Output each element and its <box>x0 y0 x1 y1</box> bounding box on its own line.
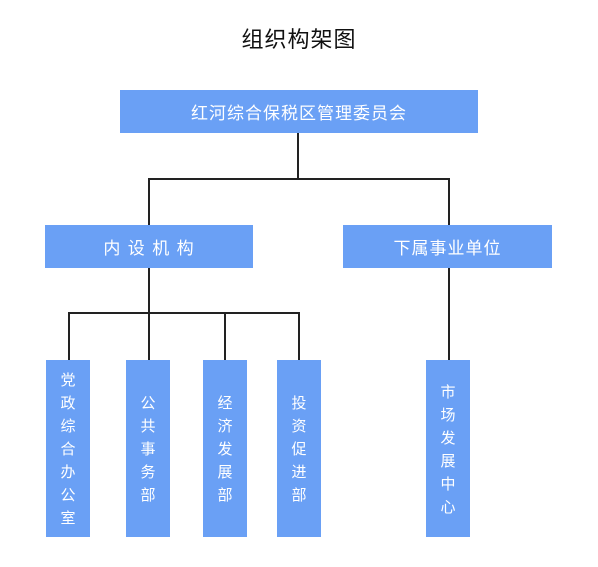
dept-node-investment-promotion: 投资促进部 <box>277 360 321 537</box>
root-node: 红河综合保税区管理委员会 <box>120 90 478 133</box>
internal-departments-label: 内 设 机 构 <box>103 239 195 259</box>
internal-departments-node: 内 设 机 构 <box>45 225 253 268</box>
dept-label-investment-promotion: 投资促进部 <box>289 395 308 510</box>
connector-to-dept-4 <box>298 312 300 360</box>
dept-label-general-office: 党政综合办公室 <box>58 372 77 533</box>
dept-label-public-affairs: 公共事务部 <box>138 395 157 510</box>
subordinate-units-node: 下属事业单位 <box>343 225 552 268</box>
connector-internal-down <box>148 268 150 314</box>
dept-label-economic-development: 经济发展部 <box>215 395 234 510</box>
subordinate-units-label: 下属事业单位 <box>393 239 502 259</box>
connector-subordinate-down <box>448 268 450 360</box>
connector-to-internal <box>148 178 150 225</box>
root-node-label: 红河综合保税区管理委员会 <box>191 104 407 124</box>
dept-node-general-office: 党政综合办公室 <box>46 360 90 537</box>
connector-to-dept-3 <box>224 312 226 360</box>
unit-label-market-development: 市场发展中心 <box>438 383 457 522</box>
connector-level1-horizontal <box>148 178 450 180</box>
chart-title: 组织构架图 <box>241 28 357 53</box>
dept-node-public-affairs: 公共事务部 <box>126 360 170 537</box>
connector-to-subordinate <box>448 178 450 225</box>
connector-to-dept-1 <box>68 312 70 360</box>
connector-level2-horizontal <box>68 312 300 314</box>
dept-node-economic-development: 经济发展部 <box>203 360 247 537</box>
connector-to-dept-2 <box>148 312 150 360</box>
unit-node-market-development: 市场发展中心 <box>426 360 470 537</box>
connector-root-down <box>297 133 299 180</box>
